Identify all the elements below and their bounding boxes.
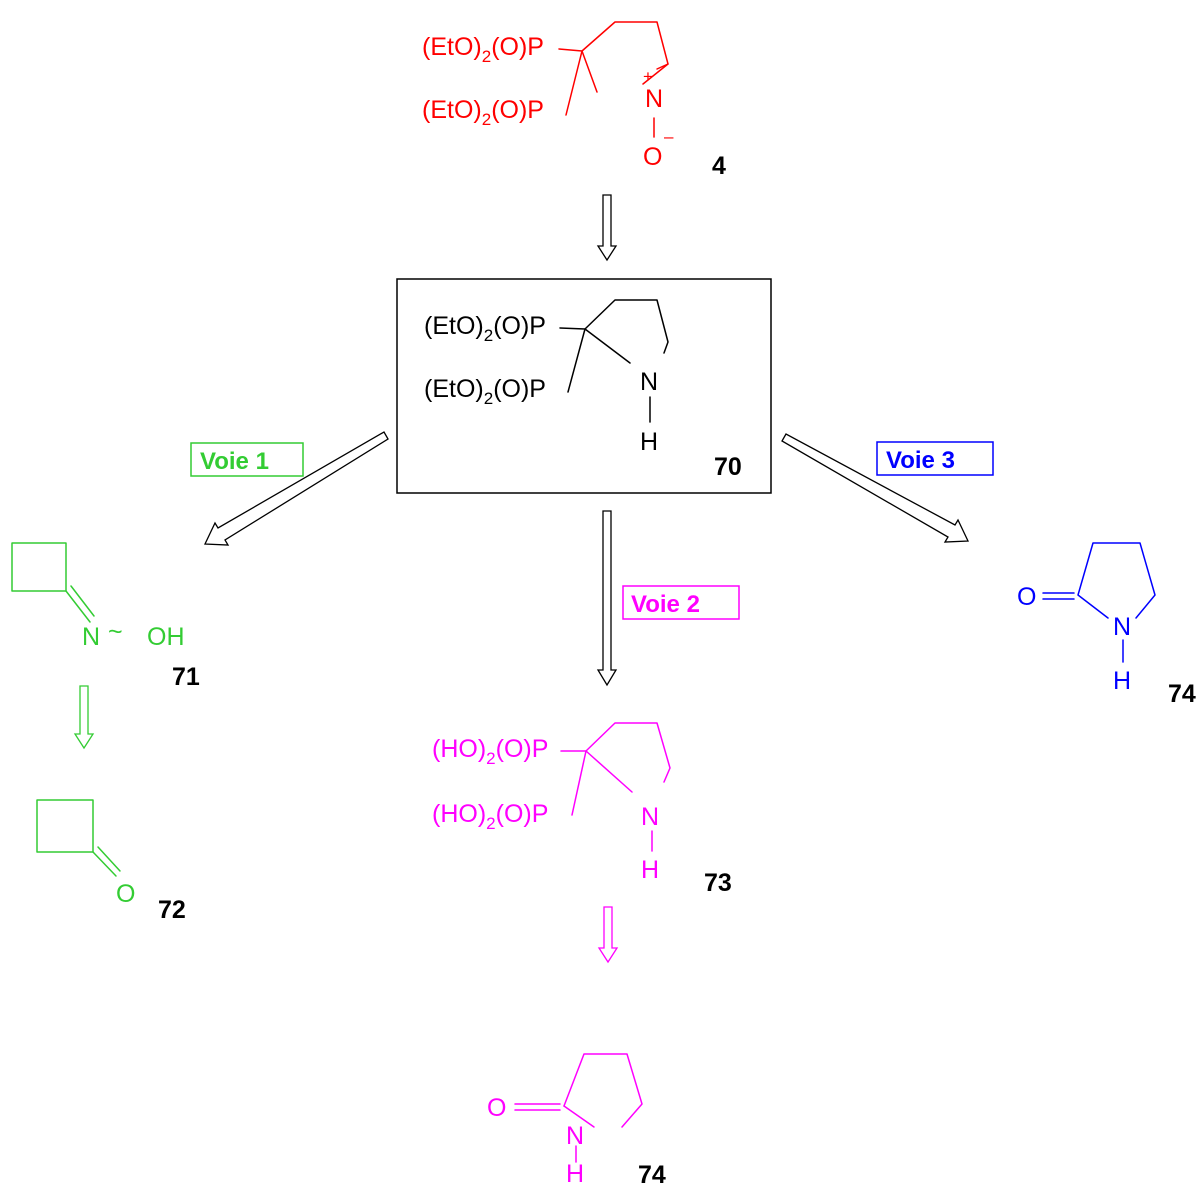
compound-4-imine-double-bond	[656, 63, 669, 70]
compound-74-voie-3-oxygen: O	[1017, 583, 1036, 611]
compound-71-number: 71	[172, 663, 200, 691]
voie-1-label: Voie 1	[200, 448, 269, 475]
compound-74-voie-2-c-o-bond	[514, 1103, 561, 1111]
retro-arrow-voie-3	[781, 433, 970, 543]
compound-70-p1-label: (EtO)2(O)P	[424, 312, 546, 345]
compound-74-voie-3-c-o-bond	[1042, 592, 1075, 600]
compound-74-voie-3: O N H	[1017, 542, 1156, 695]
compound-4-ring-bonds	[581, 21, 669, 93]
compound-73-ring-bonds	[585, 722, 671, 793]
compound-74-voie-3-hydrogen: H	[1113, 667, 1131, 695]
compound-4-p1-label: (EtO)2(O)P	[422, 33, 544, 66]
compound-4-plus-charge: +	[643, 67, 653, 86]
compound-73-number: 73	[704, 869, 732, 897]
compound-73-nitrogen: N	[641, 803, 659, 831]
compound-4-nitrogen: N	[645, 85, 663, 113]
compound-71-c-n-double-bond	[65, 585, 95, 623]
compound-73: (HO)2(O)P (HO)2(O)P N H	[432, 722, 671, 884]
compound-74-voie-3-nitrogen: N	[1113, 613, 1131, 641]
compound-74-voie-2-nitrogen: N	[566, 1122, 584, 1150]
retro-arrow-73-to-74	[597, 906, 619, 964]
compound-4-phosphonate-bonds	[558, 48, 583, 116]
compound-70-hydrogen: H	[640, 428, 658, 456]
voie-2-label-box	[622, 585, 740, 620]
compound-72-c-o-double-bond	[92, 846, 121, 877]
compound-70-number: 70	[714, 453, 742, 481]
compound-71-hydroxyl: OH	[147, 623, 185, 651]
compound-74-voie-3-number: 74	[1168, 680, 1196, 708]
compound-4-minus-charge: –	[664, 127, 674, 146]
compound-70-phosphonate-bonds	[559, 327, 586, 393]
compound-4-oxygen: O	[643, 143, 662, 171]
compound-71-cyclobutane-ring	[11, 542, 67, 592]
compound-72-oxygen: O	[116, 880, 135, 908]
compound-73-phosphonate-bonds	[560, 750, 587, 816]
retro-arrow-voie-2	[596, 510, 618, 687]
voie-3-label-box	[876, 441, 994, 476]
compound-4-number: 4	[712, 152, 726, 180]
compound-73-p2-label: (HO)2(O)P	[432, 800, 548, 833]
voie-3-label: Voie 3	[886, 447, 955, 474]
compound-70-ring-bonds	[584, 299, 669, 364]
compound-71: N ~ OH	[11, 542, 185, 651]
compound-73-p1-label: (HO)2(O)P	[432, 735, 548, 768]
compound-73-hydrogen: H	[641, 856, 659, 884]
compound-70-nitrogen: N	[640, 368, 658, 396]
compound-74-voie-2: O NH	[487, 1053, 643, 1187]
compound-74-voie-3-ring-bonds	[1077, 542, 1156, 619]
retro-arrow-71-to-72	[73, 685, 95, 750]
compound-70-box	[396, 278, 772, 494]
compound-70-p2-label: (EtO)2(O)P	[424, 375, 546, 408]
compound-74-voie-2-number: 74	[638, 1161, 666, 1187]
compound-72-cyclobutane-ring	[36, 799, 94, 853]
compound-4-p2-label: (EtO)2(O)P	[422, 96, 544, 129]
voie-1-label-box	[190, 442, 304, 477]
retro-arrow-4-to-70	[596, 194, 618, 262]
voie-2-label: Voie 2	[631, 591, 700, 618]
compound-74-voie-2-ring-n-bonds	[563, 1105, 595, 1128]
compound-4: (EtO)2(O)P (EtO)2(O)P N + O –	[422, 21, 674, 171]
compound-74-voie-2-oxygen: O	[487, 1094, 506, 1122]
compound-74-voie-2-hydrogen: H	[566, 1160, 584, 1187]
compound-72: O	[36, 799, 135, 908]
compound-74-voie-2-ring-bonds	[563, 1053, 643, 1128]
compound-71-wavy-bond: ~	[108, 618, 123, 646]
compound-70: (EtO)2(O)P (EtO)2(O)P N H	[424, 299, 669, 456]
compound-72-number: 72	[158, 896, 186, 924]
compound-71-nitrogen: N	[82, 623, 100, 651]
retro-arrow-voie-1	[203, 431, 389, 546]
